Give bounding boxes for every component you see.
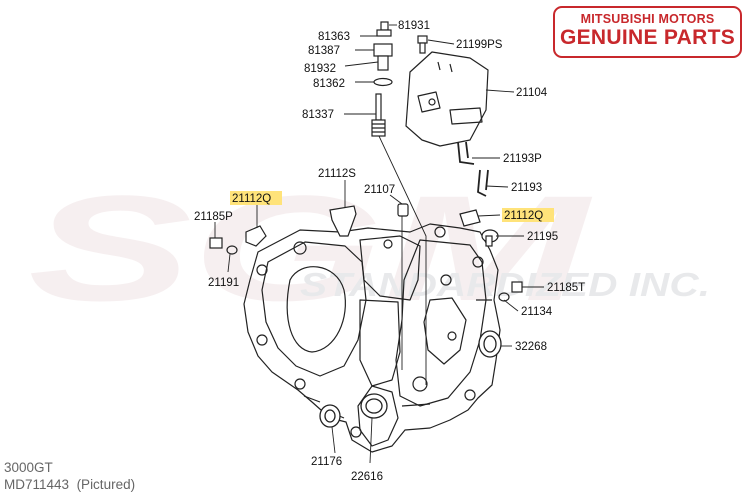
transmission-case (243, 223, 501, 453)
watermark-logo: SGM (28, 164, 593, 332)
bracket-21193P (457, 141, 475, 165)
sensor-stack (373, 21, 393, 87)
label-81363: 81363 (318, 31, 350, 43)
watermark: SGM STANDARDIZED INC. (28, 164, 710, 332)
label-21112Q-right: 21112Q (504, 210, 543, 222)
part-21112S (329, 205, 357, 237)
label-81337: 81337 (302, 109, 334, 121)
label-21107: 21107 (364, 184, 395, 196)
label-22616: 22616 (351, 471, 383, 483)
part-21112Q-left (245, 225, 267, 247)
label-81932: 81932 (304, 63, 336, 75)
washer-21134 (498, 292, 510, 302)
label-21134: 21134 (521, 306, 553, 318)
caption-model: 3000GT (4, 460, 53, 475)
label-21195: 21195 (527, 231, 558, 243)
part-labels: 81363 81931 81387 21199PS 81932 81362 21… (194, 20, 585, 483)
part-21195 (481, 229, 499, 247)
label-21193P: 21193P (503, 153, 542, 165)
label-21185P: 21185P (194, 211, 233, 223)
genuine-parts-badge: MITSUBISHI MOTORS GENUINE PARTS (553, 6, 742, 58)
caption-note: (Pictured) (76, 477, 136, 492)
highlight-21112Q-right (502, 208, 554, 222)
badge-brand: MITSUBISHI MOTORS (580, 12, 715, 26)
plug-21185T (511, 281, 523, 293)
badge-title: GENUINE PARTS (559, 26, 736, 49)
label-81362: 81362 (313, 78, 345, 90)
bracket-21104 (405, 51, 489, 147)
label-21176: 21176 (311, 456, 342, 468)
caption-part-number: MD711443 (4, 477, 70, 492)
watermark-tagline: STANDARDIZED INC. (300, 266, 710, 303)
label-81931: 81931 (398, 20, 430, 32)
washer-21191 (226, 245, 238, 255)
label-81387: 81387 (308, 45, 340, 57)
caption: 3000GT MD711443 (Pictured) (4, 459, 135, 493)
label-21193: 21193 (511, 182, 542, 194)
part-21112Q-right (459, 209, 481, 227)
highlight-21112Q-left (230, 191, 282, 205)
seal-22616 (360, 393, 388, 419)
bolt-21199PS (417, 35, 428, 54)
bracket-21193 (477, 169, 489, 197)
seal-21176 (319, 404, 341, 428)
label-32268: 32268 (515, 341, 547, 353)
part-21107 (397, 203, 409, 217)
guide-line-81337 (378, 135, 427, 385)
label-21191: 21191 (208, 277, 239, 289)
caption-part-line: MD711443 (Pictured) (4, 476, 135, 493)
label-21185T: 21185T (547, 282, 585, 294)
part-81337-shaft (371, 93, 386, 137)
label-21112S: 21112S (318, 168, 356, 180)
label-21112Q-left: 21112Q (232, 193, 271, 205)
leader-lines (214, 24, 544, 464)
label-21199PS: 21199PS (456, 39, 503, 51)
seal-32268 (478, 330, 502, 358)
label-21104: 21104 (516, 87, 548, 99)
plug-21185P (209, 237, 223, 249)
